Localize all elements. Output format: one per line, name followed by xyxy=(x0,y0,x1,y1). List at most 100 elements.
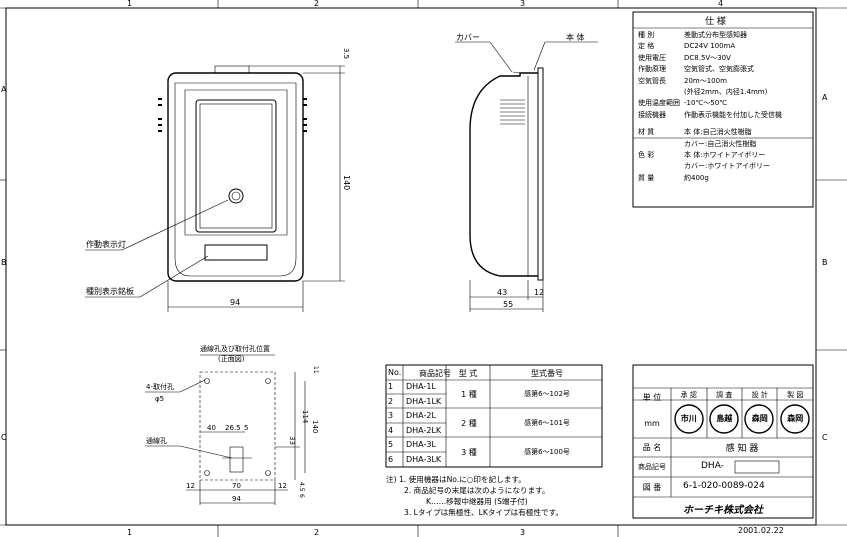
unit-value: mm xyxy=(644,419,660,428)
mount-dim-40: 40 xyxy=(207,424,216,432)
side-depth-43: 43 xyxy=(497,288,507,297)
role-label: 調 査 xyxy=(716,391,733,399)
model-header-type: 型 式 xyxy=(458,369,478,378)
product-name: 感 知 器 xyxy=(725,444,759,454)
col-label-3: 3 xyxy=(520,0,525,8)
mount-title: 通線孔及び取付孔位置 xyxy=(200,344,270,353)
model-cell-type: 3 種 xyxy=(461,448,477,457)
mount-dim-12b: 12 xyxy=(278,482,287,490)
spec-row: カバー:自己消火性樹脂 xyxy=(638,139,810,150)
stamp-4 xyxy=(780,404,810,434)
spec-row-value: カバー:ホワイトアイボリー xyxy=(684,162,771,171)
company-name: ホーチキ株式会社 xyxy=(683,505,763,516)
model-cell-num: 感第6〜100号 xyxy=(524,448,570,456)
hole-dia-label: φ5 xyxy=(155,395,164,403)
name-label: 品 名 xyxy=(642,443,662,452)
row-label-c-right: C xyxy=(822,433,828,442)
model-cell-num: 感第6〜101号 xyxy=(524,419,570,427)
stamp-text: 市川 xyxy=(680,414,697,423)
unit-label: 単 位 xyxy=(642,393,662,402)
mount-dim-6: 6 xyxy=(298,494,305,498)
mount-view: 通線孔及び取付孔位置 (正面図) 70 94 12 12 40 26.5 5 1… xyxy=(145,344,319,505)
front-height-dim: 140 xyxy=(342,175,351,190)
spec-row-value: 本 体:ホワイトアイボリー xyxy=(684,151,766,160)
side-view: 43 12 55 カバー 本 体 xyxy=(455,32,598,312)
mount-dim-114: 114 xyxy=(301,410,309,424)
plate-label: 種別表示銘板 xyxy=(86,286,134,296)
spec-row-label: 色 彩 xyxy=(638,151,655,160)
spec-row: 使用温度範囲-10℃〜50℃ xyxy=(638,98,810,109)
model-header-num: 型式番号 xyxy=(531,369,563,378)
model-cell-code: DHA-1LK xyxy=(406,396,442,406)
lamp-label: 作動表示灯 xyxy=(86,239,126,249)
spec-row-value: 約400g xyxy=(684,173,709,182)
row-label-b: B xyxy=(1,258,7,267)
col-label-2-bottom: 2 xyxy=(314,528,319,537)
col-label-2: 2 xyxy=(314,0,319,8)
mount-dim-94: 94 xyxy=(232,495,241,503)
spec-row: 作動原理 空気管式、空気膨張式 xyxy=(638,64,810,75)
mount-dim-26-5: 26.5 xyxy=(225,424,241,432)
spec-row-value: 空気管式、空気膨張式 xyxy=(684,65,754,74)
mount-dim-33: 33 xyxy=(288,436,296,445)
stamp-text: 森岡 xyxy=(751,414,768,423)
model-header-code: 商品記号 xyxy=(419,369,451,378)
model-cell-no: 1 xyxy=(388,382,394,391)
mount-dim-11: 11 xyxy=(312,366,319,374)
stamp-2 xyxy=(709,404,739,434)
spec-row-value: 差動式分布型感知器 xyxy=(684,31,747,39)
spec-row: 接続機器作動表示機能を付加した受信機 xyxy=(638,110,810,121)
front-top-dim: 3.5 xyxy=(342,48,350,59)
wire-hole-label: 通線孔 xyxy=(146,436,167,445)
col-label-1-bottom: 1 xyxy=(127,528,132,537)
spec-row-label: 種 別 xyxy=(638,31,655,39)
spec-row-value: 20m〜100m xyxy=(684,76,727,85)
spec-row-label xyxy=(638,161,684,172)
spec-row-label: 作動原理 xyxy=(638,65,666,74)
note-1: 注) 1. 使用機器はNo.に○印を記します。 xyxy=(386,475,526,484)
spec-row-label: 使用電圧 xyxy=(638,53,666,62)
code-suffix-box xyxy=(734,460,780,474)
col-label-3-bottom: 3 xyxy=(520,528,525,537)
model-cell-code: DHA-2L xyxy=(406,411,436,420)
mount-dim-5: 5 xyxy=(244,424,248,432)
spec-title: 仕 様 xyxy=(705,15,726,27)
front-view: 140 3.5 94 作動表示灯 種別表示銘板 xyxy=(85,48,351,312)
spec-row: 質 量 約400g xyxy=(638,173,810,184)
body-label: 本 体 xyxy=(566,32,585,42)
notes: 注) 1. 使用機器はNo.に○印を記します。 2. 商品記号の末尾は次のように… xyxy=(386,474,563,518)
role-label: 承 認 xyxy=(680,391,697,399)
spec-row-value: DC8.5V〜30V xyxy=(684,53,731,62)
model-table xyxy=(385,364,603,468)
row-label-a: A xyxy=(1,85,7,94)
spec-table: 仕 様 xyxy=(632,11,814,208)
drawing-label: 図 番 xyxy=(642,483,662,492)
drawing-number: 6-1-020-0089-024 xyxy=(683,481,765,491)
holes-label: 4-取付孔 xyxy=(146,382,174,391)
spec-row: 使用電圧 DC8.5V〜30V xyxy=(638,53,810,64)
stamp-1 xyxy=(674,404,704,434)
model-cell-code: DHA-3L xyxy=(406,440,436,449)
spec-row-label: 質 量 xyxy=(638,173,655,182)
product-code: DHA- xyxy=(701,461,724,471)
side-depth-12: 12 xyxy=(534,288,544,297)
model-header-no: No. xyxy=(388,368,402,377)
note-4: 3. Lタイプは無極性、LKタイプは有極性です。 xyxy=(404,508,564,517)
spec-row-label: 材 質 xyxy=(638,128,655,137)
title-block xyxy=(632,364,814,519)
spec-row: (外径2mm、内径1.4mm) xyxy=(638,87,810,98)
spec-row: カバー:ホワイトアイボリー xyxy=(638,161,810,172)
model-cell-code: DHA-3LK xyxy=(406,454,442,464)
model-cell-code: DHA-1L xyxy=(406,382,436,391)
model-cell-no: 2 xyxy=(388,396,394,406)
spec-row-label xyxy=(638,139,684,150)
spec-row-label: 空気管長 xyxy=(638,76,666,85)
side-depth-55: 55 xyxy=(503,300,513,309)
spec-row: 空気管長 20m〜100m xyxy=(638,76,810,87)
row-label-b-right: B xyxy=(822,258,828,267)
drawing-date: 2001.02.22 xyxy=(738,526,784,535)
mount-dim-70: 70 xyxy=(232,482,241,490)
spec-row-value: カバー:自己消火性樹脂 xyxy=(684,139,757,148)
